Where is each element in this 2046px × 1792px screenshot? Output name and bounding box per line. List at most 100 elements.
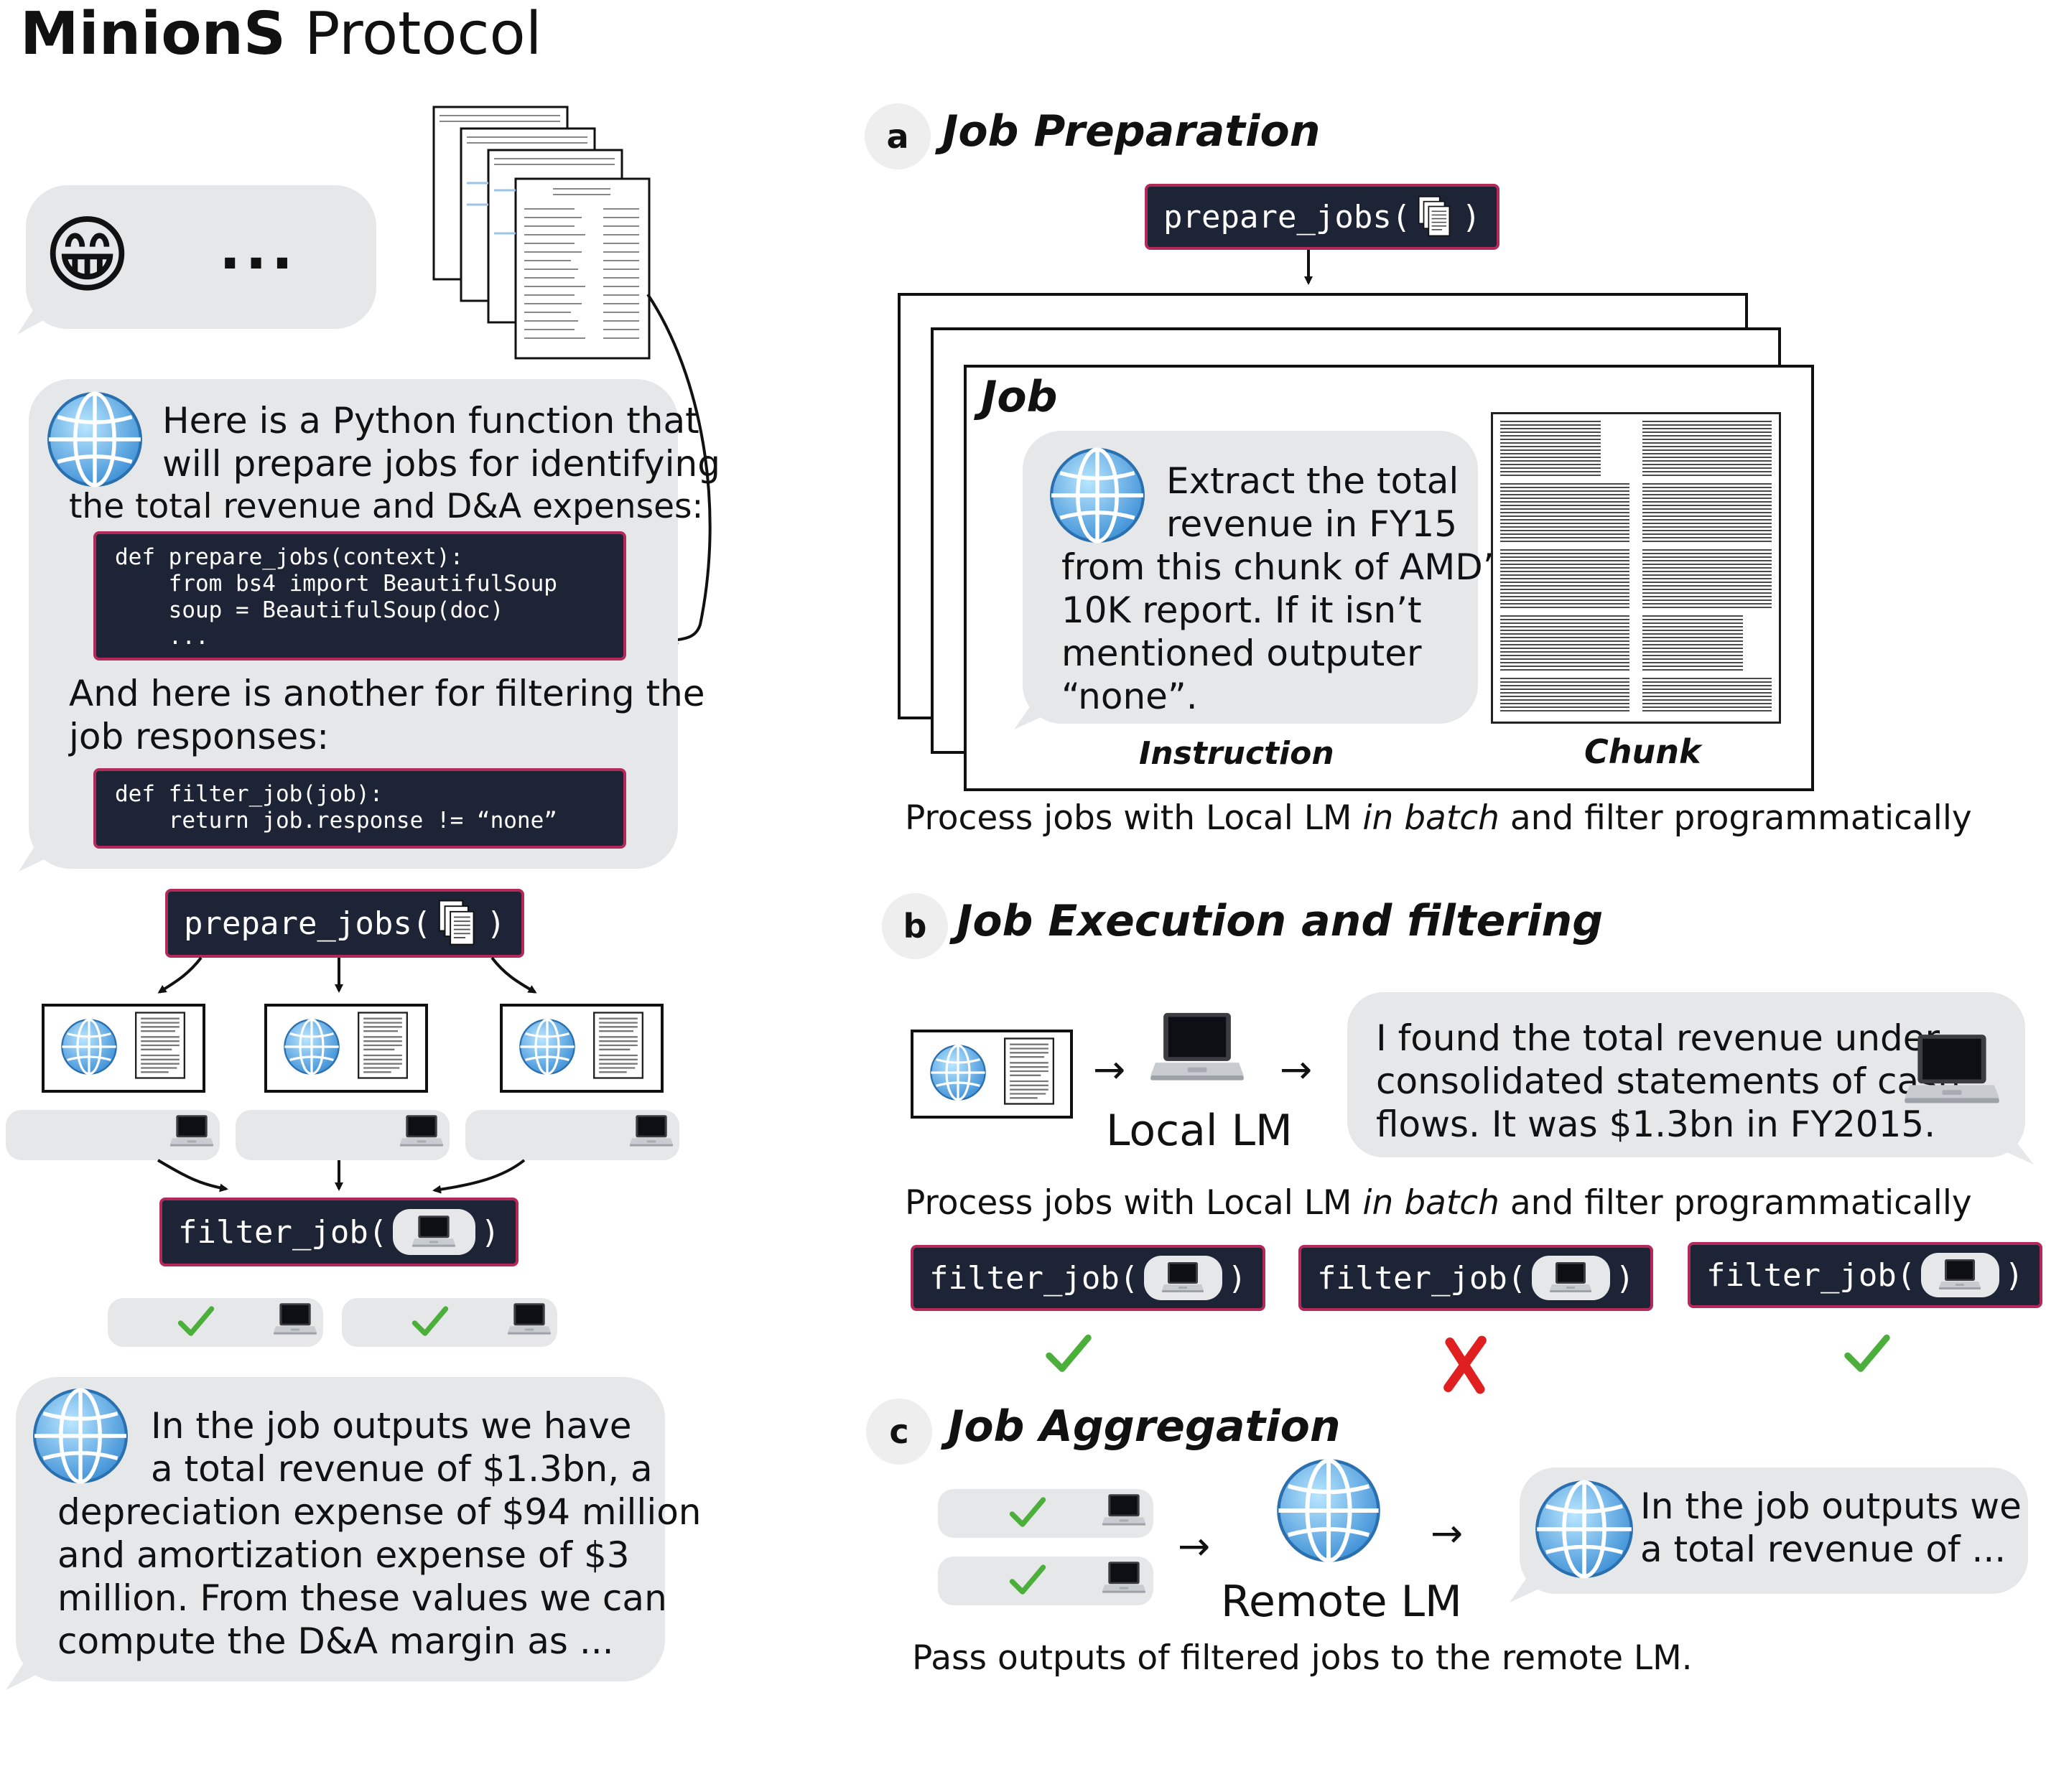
- section-c-heading: Job Aggregation: [948, 1401, 1341, 1452]
- section-b-filter-job-label-3: filter_job(: [1706, 1256, 1916, 1294]
- laptop-icon: [1161, 1260, 1204, 1296]
- chunk-page-icon: [135, 1011, 185, 1080]
- document-stack-icon: [438, 897, 479, 949]
- instruction-line-4: 10K report. If it isn’t: [1061, 589, 1422, 631]
- left-fanin-arrows: [157, 1159, 526, 1194]
- final-answer-line-1: In the job outputs we have: [151, 1405, 632, 1447]
- globe-icon: [32, 1387, 129, 1485]
- left-filter-job-response-chip: [393, 1209, 475, 1255]
- globe-icon: [1534, 1479, 1635, 1579]
- local-response-bubble: [1347, 992, 2025, 1157]
- left-filter-job-call: filter_job( ): [159, 1198, 519, 1266]
- laptop-icon: [399, 1113, 444, 1150]
- instruction-line-1: Extract the total: [1166, 460, 1459, 502]
- prepare-jobs-code-block: def prepare_jobs(context): from bs4 impo…: [93, 531, 626, 661]
- final-answer-line-4: and amortization expense of $3: [57, 1534, 630, 1576]
- section-a-prepare-jobs-call: prepare_jobs( ): [1145, 184, 1499, 250]
- laptop-icon: [1102, 1492, 1146, 1529]
- section-b-caption-emphasis: in batch: [1362, 1183, 1499, 1223]
- remote-code-line-1: Here is a Python function that: [162, 400, 699, 442]
- local-response-line-3: flows. It was $1.3bn in FY2015.: [1376, 1103, 1936, 1145]
- globe-icon: [929, 1044, 987, 1101]
- chunk-page-text-lines: [1500, 421, 1772, 711]
- aggregation-output-line-1: In the job outputs we: [1640, 1485, 2022, 1527]
- section-b-letter: b: [882, 893, 948, 959]
- chunk-page-icon: [358, 1011, 408, 1080]
- section-c-arrow-2: →: [1431, 1511, 1464, 1556]
- check-icon: [1044, 1330, 1093, 1378]
- aggregation-output-bubble-tail: [1510, 1569, 1544, 1602]
- section-b-filter-job-label-2: filter_job(: [1317, 1259, 1527, 1297]
- final-answer-line-3: depreciation expense of $94 million: [57, 1491, 702, 1533]
- section-b-filter-job-close-2: ): [1615, 1259, 1635, 1297]
- remote-code-line-5: job responses:: [69, 716, 330, 757]
- check-icon: [177, 1302, 215, 1341]
- section-c-letter: c: [866, 1399, 932, 1465]
- laptop-icon: [411, 1213, 456, 1251]
- section-b-filter-job-close-1: ): [1227, 1259, 1247, 1297]
- globe-icon: [60, 1018, 118, 1075]
- check-icon: [1008, 1493, 1047, 1532]
- section-a-caption: Process jobs with Local LM in batch and …: [905, 798, 1972, 838]
- filter-job-code-block: def filter_job(job): return job.response…: [93, 768, 626, 849]
- instruction-text: Extract the total revenue in FY15 from t…: [1061, 459, 1513, 718]
- remote-lm-label: Remote LM: [1221, 1577, 1462, 1627]
- instruction-line-2: revenue in FY15: [1166, 503, 1458, 545]
- instruction-line-3: from this chunk of AMD’s: [1061, 546, 1513, 588]
- left-filter-job-close: ): [480, 1213, 501, 1251]
- section-a-heading: Job Preparation: [942, 106, 1321, 157]
- check-icon: [1843, 1330, 1892, 1378]
- check-icon: [411, 1302, 450, 1341]
- final-answer-line-5: million. From these values we can: [57, 1577, 667, 1619]
- section-c-caption: Pass outputs of filtered jobs to the rem…: [912, 1638, 1693, 1678]
- smiley-emoji-icon: 😁: [43, 205, 132, 304]
- section-a-caption-emphasis: in batch: [1362, 798, 1499, 838]
- section-b-arrow-2: →: [1280, 1047, 1313, 1092]
- section-a-letter: a: [865, 103, 931, 169]
- laptop-icon: [507, 1301, 552, 1338]
- remote-code-bubble-tail: [19, 833, 55, 872]
- instruction-line-6: “none”.: [1061, 676, 1198, 717]
- laptop-icon: [169, 1113, 214, 1150]
- remote-code-line-2: will prepare jobs for identifying: [162, 443, 720, 485]
- page-title: MinionS Protocol: [20, 0, 541, 69]
- laptop-icon: [273, 1301, 317, 1338]
- local-response-line-1: I found the total revenue under: [1376, 1017, 1940, 1059]
- left-fanout-arrows: [157, 956, 537, 994]
- chunk-label: Chunk: [1584, 732, 1701, 771]
- local-lm-laptop-icon: [1149, 1005, 1245, 1091]
- section-b-filter-job-call-1: filter_job( ): [911, 1245, 1265, 1311]
- check-icon: [1008, 1561, 1047, 1600]
- left-prepare-jobs-close: ): [486, 905, 506, 942]
- left-filter-job-label: filter_job(: [178, 1213, 388, 1251]
- laptop-icon: [1903, 1027, 2001, 1114]
- chunk-page-icon: [1004, 1037, 1054, 1106]
- section-b-heading: Job Execution and filtering: [957, 896, 1604, 946]
- section-a-prepare-jobs-close: ): [1461, 198, 1482, 235]
- globe-icon: [283, 1018, 340, 1075]
- document-stack-icon: [431, 104, 654, 363]
- instruction-bubble-tail: [1014, 696, 1048, 729]
- left-prepare-jobs-call: prepare_jobs( ): [165, 889, 524, 958]
- globe-icon: [46, 391, 144, 488]
- page-title-rest: Protocol: [285, 0, 542, 68]
- section-b-filter-job-label-1: filter_job(: [929, 1259, 1139, 1297]
- section-c-arrow-1: →: [1178, 1523, 1211, 1569]
- job-card-label: Job: [981, 372, 1058, 422]
- local-response-line-2: consolidated statements of cash: [1376, 1060, 1961, 1102]
- section-b-caption-pre: Process jobs with Local LM: [905, 1183, 1363, 1223]
- section-a-caption-pre: Process jobs with Local LM: [905, 798, 1363, 838]
- globe-icon: [519, 1018, 576, 1075]
- section-b-caption-post: and filter programmatically: [1499, 1183, 1972, 1223]
- prepare-jobs-code: def prepare_jobs(context): from bs4 impo…: [115, 544, 557, 650]
- user-message-text: ...: [219, 215, 298, 282]
- cross-icon: [1439, 1335, 1491, 1394]
- aggregation-output-line-2: a total revenue of ...: [1640, 1529, 2007, 1570]
- laptop-icon: [629, 1113, 674, 1150]
- section-b-filter-response-chip-1: [1144, 1256, 1222, 1300]
- laptop-icon: [1549, 1260, 1592, 1296]
- section-a-prepare-jobs-label: prepare_jobs(: [1163, 198, 1411, 235]
- laptop-icon: [1938, 1257, 1981, 1293]
- page-title-bold: MinionS: [20, 0, 286, 68]
- remote-code-line-3: the total revenue and D&A expenses:: [69, 487, 704, 526]
